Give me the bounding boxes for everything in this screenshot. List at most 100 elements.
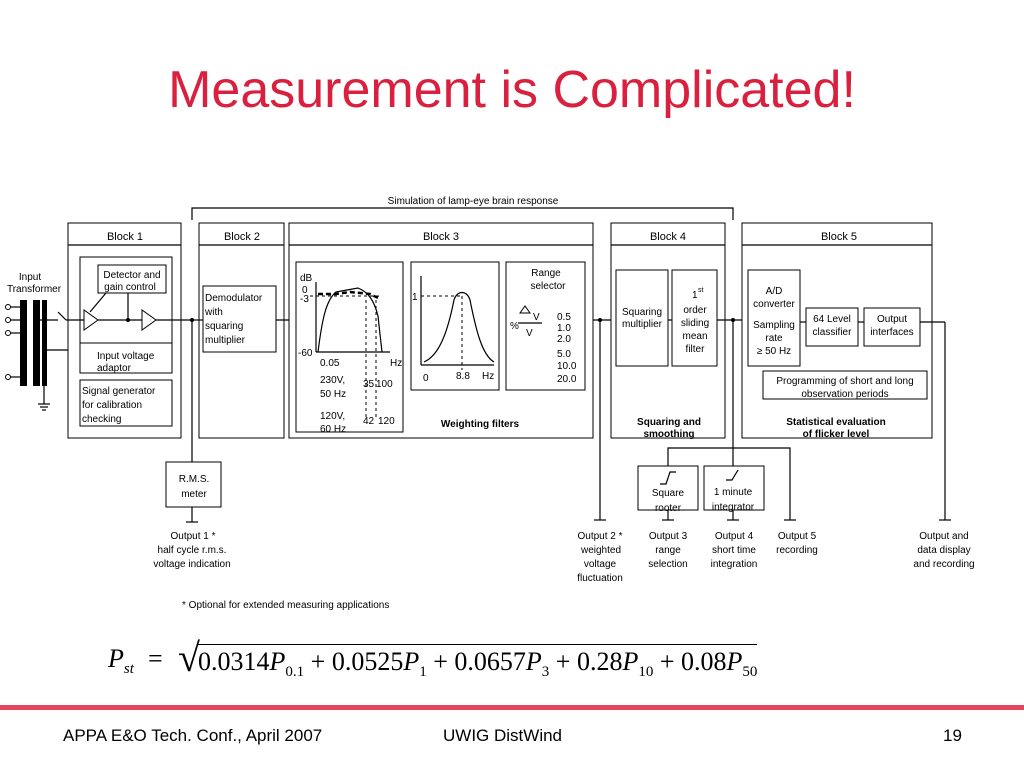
squaring-label-2: multiplier — [622, 319, 663, 330]
range-v-label: V — [526, 328, 533, 339]
generator-label-3: checking — [82, 414, 121, 425]
svg-text:short time: short time — [712, 545, 756, 556]
range-value: 0.5 — [557, 312, 571, 323]
formula-expression: 0.0314P0.1 + 0.0525P1 + 0.0657P3 + 0.28P… — [198, 644, 758, 681]
graph1-50hz-label: 50 Hz — [320, 389, 346, 400]
flickermeter-block-diagram: Simulation of lamp-eye brain response In… — [5, 196, 975, 611]
integrator: 1 minute integrator — [703, 465, 765, 513]
svg-text:Output 3: Output 3 — [649, 531, 688, 542]
adc-label: A/D — [766, 286, 783, 297]
block-4-footer: Squaring and — [637, 417, 701, 428]
adaptor-label-2: adaptor — [97, 363, 132, 374]
sampling-label-2: rate — [765, 333, 783, 344]
output-3-caption: Output 3 range selection — [648, 531, 687, 570]
order-first: 1 — [692, 290, 698, 301]
demodulator-label: Demodulator — [205, 293, 263, 304]
classifier-label-2: classifier — [813, 327, 853, 338]
svg-text:Output and: Output and — [919, 531, 968, 542]
svg-text:integration: integration — [711, 559, 758, 570]
block-5-footer-2: of flicker level — [803, 429, 870, 440]
svg-text:voltage: voltage — [584, 559, 617, 570]
input-transformer-label-2: Transformer — [7, 284, 62, 295]
graph1-f100-label: 100 — [376, 379, 393, 390]
squaring-label: Squaring — [622, 307, 662, 318]
block-1: Block 1 Detector and gain control Input … — [66, 222, 190, 439]
optional-note: * Optional for extended measuring applic… — [182, 600, 389, 611]
slide-title: Measurement is Complicated! — [168, 61, 856, 119]
output-lines — [186, 320, 951, 523]
graph1-230v-label: 230V, — [320, 375, 345, 386]
graph1-f120-label: 120 — [378, 416, 395, 427]
graph2-zero-label: 0 — [423, 373, 429, 384]
integrator-label-2: integrator — [712, 502, 755, 513]
interfaces-label: Output — [877, 314, 907, 325]
svg-text:voltage indication: voltage indication — [153, 559, 230, 570]
graph1-f005-label: 0.05 — [320, 358, 340, 369]
order-label-4: filter — [686, 344, 706, 355]
generator-label-2: for calibration — [82, 400, 142, 411]
range-value: 2.0 — [557, 334, 571, 345]
output-6-caption: Output and data display and recording — [913, 531, 974, 570]
range-title-2: selector — [530, 281, 566, 292]
rms-label-2: meter — [181, 489, 207, 500]
radical-sign: √ — [178, 635, 200, 680]
footer-left: APPA E&O Tech. Conf., April 2007 — [63, 726, 323, 745]
sampling-label: Sampling — [753, 320, 795, 331]
svg-text:weighted: weighted — [580, 545, 621, 556]
interfaces-label-2: interfaces — [870, 327, 913, 338]
svg-text:Output 5: Output 5 — [778, 531, 817, 542]
generator-label: Signal generator — [82, 386, 156, 397]
footer-rule — [0, 705, 1024, 710]
demodulator-label-4: multiplier — [205, 335, 246, 346]
block-2-title: Block 2 — [224, 231, 260, 243]
graph1-hz-label: Hz — [390, 358, 402, 369]
rooter-label-2: rooter — [655, 503, 682, 514]
block-4-title: Block 4 — [650, 231, 686, 243]
svg-text:Output 1 *: Output 1 * — [170, 531, 215, 542]
graph1-minus60-label: -60 — [298, 348, 313, 359]
rms-meter: R.M.S. meter — [165, 461, 222, 508]
block-5: Block 5 A/D converter Sampling rate ≥ 50… — [741, 222, 945, 440]
range-value: 20.0 — [557, 374, 577, 385]
integrator-label: 1 minute — [714, 487, 753, 498]
output-1-caption: Output 1 * half cycle r.m.s. voltage ind… — [153, 531, 230, 570]
order-label-3: mean — [682, 331, 707, 342]
block-5-footer: Statistical evaluation — [786, 417, 885, 428]
graph1-minus3-label: -3 — [300, 294, 309, 305]
output-5-caption: Output 5 recording — [776, 531, 818, 556]
graph1-f42-label: 42 — [363, 416, 375, 427]
output-2-caption: Output 2 * weighted voltage fluctuation — [577, 531, 623, 584]
block-3: Block 3 dB 0 -3 -60 0.05 Hz 230V, 50 Hz … — [288, 222, 616, 439]
demodulator-label-3: squaring — [205, 321, 243, 332]
order-label-2: sliding — [681, 318, 709, 329]
block-4: Block 4 Squaring multiplier 1 st order s… — [610, 222, 750, 440]
svg-text:data display: data display — [917, 545, 970, 556]
rms-label: R.M.S. — [179, 474, 210, 485]
block-4-footer-2: smoothing — [643, 429, 694, 440]
range-value: 10.0 — [557, 361, 577, 372]
input-transformer: Input Transformer — [5, 272, 80, 411]
graph1-db-label: dB — [300, 273, 313, 284]
block-1-title: Block 1 — [107, 231, 143, 243]
svg-text:Output 4: Output 4 — [715, 531, 754, 542]
graph2-hz-label: Hz — [482, 371, 494, 382]
simulation-bracket: Simulation of lamp-eye brain response — [191, 196, 734, 220]
rooter-label: Square — [652, 488, 685, 499]
svg-text:recording: recording — [776, 545, 818, 556]
svg-text:and recording: and recording — [913, 559, 974, 570]
footer-center: UWIG DistWind — [443, 726, 562, 745]
programming-label-2: observation periods — [801, 389, 888, 400]
page-number: 19 — [943, 726, 962, 745]
range-dv-label: V — [533, 312, 540, 323]
formula-equals: = — [148, 644, 163, 673]
adaptor-label: Input voltage — [97, 351, 155, 362]
detector-label-2: gain control — [104, 282, 156, 293]
range-value: 5.0 — [557, 349, 571, 360]
svg-text:Output 2 *: Output 2 * — [577, 531, 622, 542]
range-title: Range — [531, 268, 561, 279]
svg-text:half cycle r.m.s.: half cycle r.m.s. — [158, 545, 227, 556]
block-3-title: Block 3 — [423, 231, 459, 243]
block-3-footer: Weighting filters — [441, 419, 520, 430]
order-sup: st — [698, 287, 704, 294]
output-4-caption: Output 4 short time integration — [711, 531, 758, 570]
